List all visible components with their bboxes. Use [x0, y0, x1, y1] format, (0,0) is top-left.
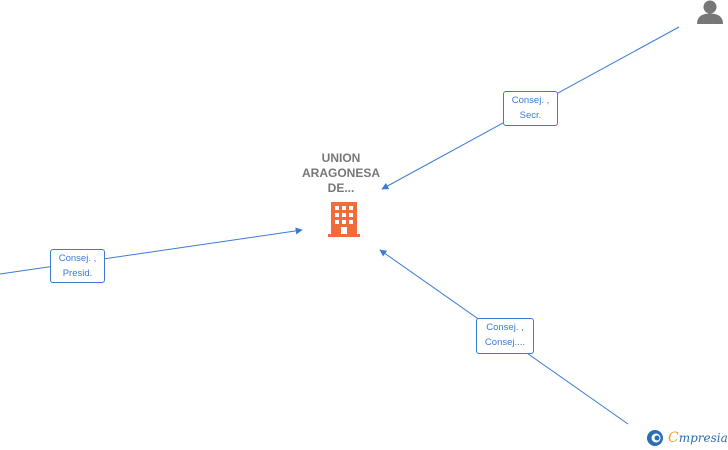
- edge-label-consej-line-2: Consej....: [484, 337, 526, 348]
- edge-label-secr-line-2: Secr.: [519, 110, 542, 121]
- empresia-logo-icon: [647, 430, 663, 446]
- building-icon[interactable]: [327, 200, 361, 238]
- company-name-line-1: UNION: [321, 151, 361, 165]
- edge-label-secr[interactable]: Consej. , Secr.: [503, 91, 558, 126]
- edge-label-presid[interactable]: Consej. , Presid.: [50, 249, 105, 283]
- edge-label-consej-line-1: Consej. ,: [486, 322, 524, 333]
- company-name[interactable]: UNION ARAGONESA DE...: [291, 151, 391, 196]
- person-icon[interactable]: [695, 0, 725, 24]
- edge-presid: [0, 227, 303, 275]
- empresia-logo[interactable]: Cmpresia: [646, 428, 728, 448]
- edge-label-secr-line-1: Consej. ,: [511, 95, 550, 106]
- edge-label-consej[interactable]: Consej. , Consej....: [476, 318, 534, 354]
- empresia-logo-text: Cmpresia: [668, 430, 728, 446]
- logo-rest: mpresia: [678, 431, 728, 445]
- logo-first-letter: C: [668, 430, 679, 446]
- edge-label-presid-line-1: Consej. ,: [58, 253, 97, 264]
- company-name-line-3: DE...: [327, 181, 355, 195]
- edge-label-presid-line-2: Presid.: [62, 268, 93, 279]
- company-name-line-2: ARAGONESA: [301, 166, 380, 180]
